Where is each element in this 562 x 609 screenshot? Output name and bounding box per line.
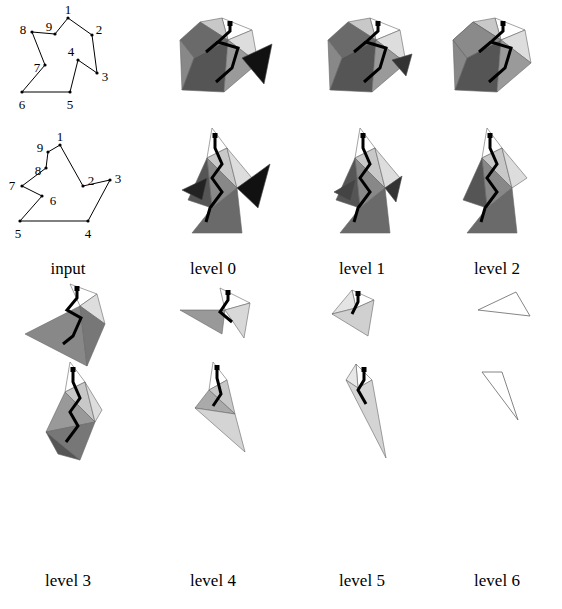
vertex-number: 6 xyxy=(19,98,26,111)
vertex-number: 4 xyxy=(85,227,92,240)
panel-caption: level 5 xyxy=(339,572,385,589)
hierarchy-figure xyxy=(482,372,518,420)
vertex-number: 9 xyxy=(37,141,44,154)
hierarchy-figure xyxy=(195,362,245,452)
panel-caption: level 0 xyxy=(190,260,236,277)
vertex-number: 8 xyxy=(35,164,42,177)
vertex-number: 1 xyxy=(57,130,64,143)
vertex-number: 3 xyxy=(102,70,109,83)
hierarchy-figure xyxy=(453,18,531,92)
panel-caption: level 6 xyxy=(474,572,520,589)
vertex-number: 5 xyxy=(67,98,74,111)
hierarchy-figure xyxy=(46,362,102,460)
hierarchy-figure xyxy=(180,288,250,338)
vertex-number: 8 xyxy=(20,23,27,36)
hierarchy-figure xyxy=(180,18,272,92)
hierarchy-figure xyxy=(328,18,412,92)
vertex-number: 5 xyxy=(15,227,22,240)
panel-caption: level 3 xyxy=(45,572,91,589)
vertex-number: 7 xyxy=(9,179,16,192)
vertex-number: 1 xyxy=(65,3,72,16)
vertex-number: 2 xyxy=(88,174,95,187)
vertex-number: 7 xyxy=(34,61,41,74)
hierarchy-figure xyxy=(182,128,270,233)
input-polygon xyxy=(22,18,97,92)
vertex-number: 6 xyxy=(50,194,57,207)
vertex-number: 3 xyxy=(115,172,122,185)
hierarchy-figure xyxy=(334,128,402,233)
vertex-number: 2 xyxy=(96,23,103,36)
vertex-number: 4 xyxy=(68,45,75,58)
panel-caption: level 4 xyxy=(190,572,236,589)
panel-caption: level 1 xyxy=(339,260,385,277)
hierarchy-figure xyxy=(25,284,105,366)
hierarchy-figure xyxy=(346,364,386,458)
hierarchy-figure xyxy=(478,292,530,316)
hierarchy-figure xyxy=(332,290,374,336)
panel-caption: level 2 xyxy=(474,260,520,277)
panel-caption: input xyxy=(51,260,86,277)
hierarchy-figure xyxy=(463,128,527,233)
input-polygon xyxy=(20,145,110,221)
vertex-number: 9 xyxy=(46,20,53,33)
